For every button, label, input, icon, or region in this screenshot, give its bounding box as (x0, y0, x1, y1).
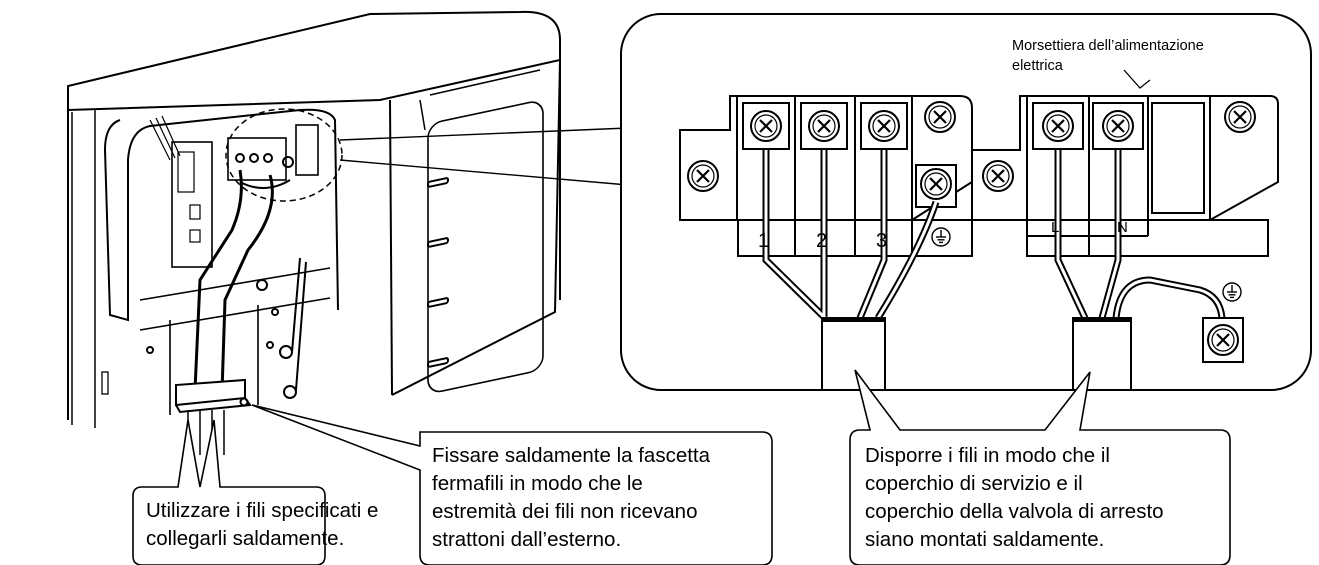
screw-icon (919, 167, 953, 201)
earth-ground-icon (1222, 282, 1242, 302)
screw-icon (1206, 323, 1240, 357)
callout-box-cover (849, 369, 1231, 565)
screw-icon (749, 109, 783, 143)
callout-clamp-text: Fissare saldamente la fascetta fermafili… (432, 444, 711, 551)
callout-box-clamp (251, 404, 773, 565)
callout-cover-text: Disporre i fili in modo che il coperchio… (865, 444, 1164, 551)
screw-icon (923, 100, 957, 134)
screw-icon (1101, 109, 1135, 143)
screw-icon (807, 109, 841, 143)
screw-icon (1223, 100, 1257, 134)
outdoor-unit (67, 10, 561, 455)
screw-icon (981, 159, 1015, 193)
callout-wires-text: Utilizzare i fili specificati e collegar… (146, 499, 379, 550)
terminal-live-label: L (1051, 219, 1060, 236)
power-terminal-label: Morsettiera dell’alimentazione elettrica (1012, 38, 1204, 74)
terminal-3-label: 3 (876, 230, 888, 252)
terminal-1-label: 1 (758, 230, 770, 252)
detail-wires (762, 150, 1226, 321)
terminal-2-label: 2 (816, 230, 828, 252)
screw-icon (867, 109, 901, 143)
screw-icon (1041, 109, 1075, 143)
screw-icon (686, 159, 720, 193)
earth-ground-icon (931, 227, 951, 247)
terminal-neutral-label: N (1117, 219, 1128, 236)
